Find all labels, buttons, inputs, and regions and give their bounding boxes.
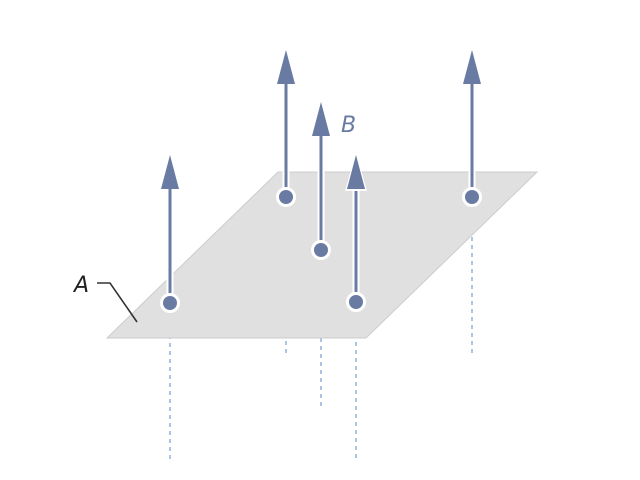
vectors — [160, 50, 482, 313]
vector-5 — [462, 50, 482, 207]
label-a-leader — [97, 282, 138, 323]
vector-4 — [345, 152, 367, 312]
vector-2 — [276, 50, 296, 207]
label-a: A — [72, 273, 89, 298]
label-b: B — [341, 113, 356, 138]
vector-3-b — [311, 102, 331, 260]
vector-1 — [160, 155, 180, 313]
